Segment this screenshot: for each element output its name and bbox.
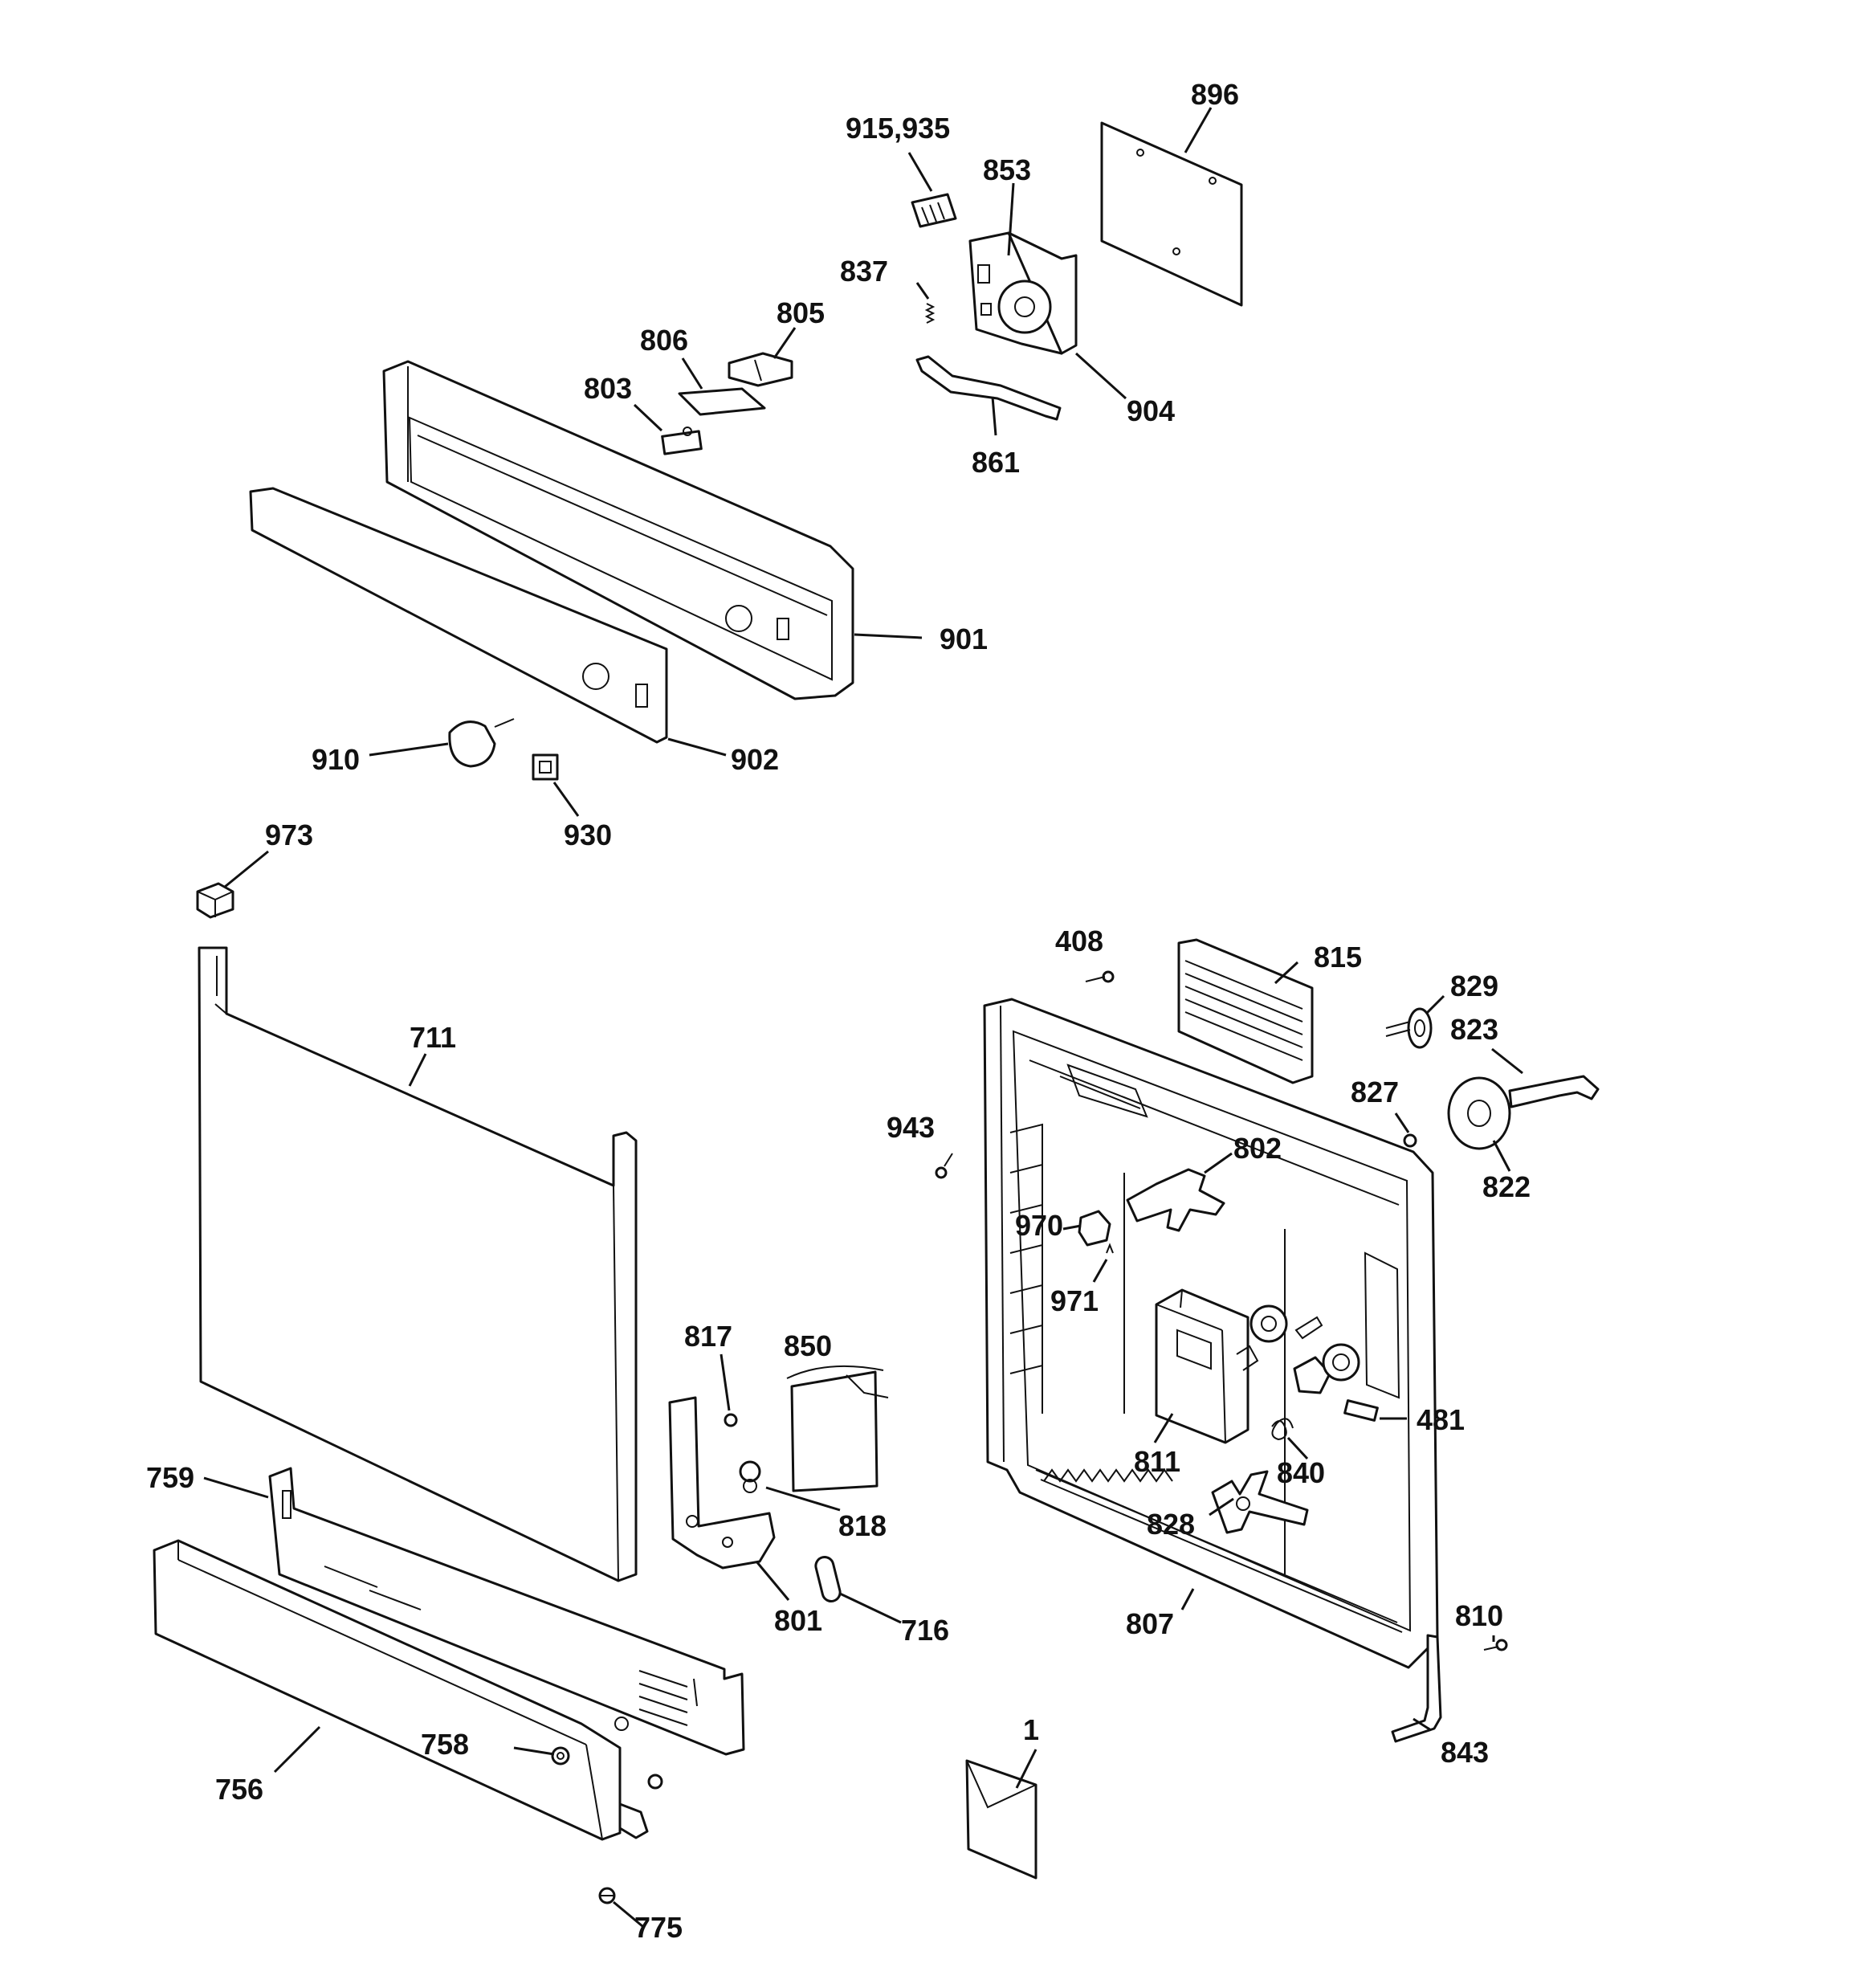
part-930-switch [532, 753, 559, 781]
callout-837: 837 [840, 255, 888, 288]
callout-850: 850 [784, 1329, 832, 1362]
part-756-toe-kick [153, 1539, 649, 1841]
part-801-hinge [668, 1396, 776, 1570]
callout-labels: 896 915,935 853 837 805 806 803 904 861 … [146, 78, 1531, 1944]
callout-811: 811 [1134, 1445, 1180, 1478]
rinse-aid-cap [1249, 1304, 1323, 1343]
callout-759: 759 [146, 1461, 194, 1494]
part-481-actuator [1293, 1343, 1379, 1422]
part-775-screw [598, 1887, 616, 1904]
callout-822: 822 [1482, 1170, 1531, 1203]
callout-971: 971 [1050, 1284, 1099, 1317]
callout-861: 861 [972, 446, 1020, 479]
part-408-screw [1085, 970, 1115, 983]
part-815-vent [1177, 938, 1314, 1084]
callout-902: 902 [731, 743, 779, 776]
callout-901: 901 [940, 623, 988, 655]
callout-840: 840 [1277, 1456, 1325, 1489]
part-759-kick-bracket [268, 1467, 745, 1756]
callout-817: 817 [684, 1320, 732, 1353]
part-850-bracket [786, 1365, 889, 1492]
part-902-panel [249, 487, 668, 744]
callout-829: 829 [1450, 970, 1498, 1002]
callout-711: 711 [410, 1021, 456, 1054]
part-943-screw [935, 1153, 953, 1179]
part-843-hinge-strap [1391, 1634, 1442, 1743]
part-827-screw [1403, 1133, 1417, 1148]
leader-lines [203, 107, 1523, 1928]
part-758-screw [551, 1746, 570, 1766]
callout-973: 973 [265, 818, 313, 851]
part-973-block [196, 882, 234, 919]
callout-904: 904 [1127, 394, 1175, 427]
part-970-bump [1078, 1210, 1111, 1247]
part-853-timer [968, 231, 1078, 355]
callout-802: 802 [1233, 1132, 1282, 1165]
callout-818: 818 [838, 1509, 887, 1542]
part-1-literature-envelope [965, 1759, 1037, 1880]
part-829-bearing [1385, 1007, 1433, 1049]
callout-910: 910 [312, 743, 360, 776]
callout-810: 810 [1455, 1599, 1503, 1632]
part-971-clip [1106, 1243, 1114, 1254]
part-823-arm [1508, 1075, 1600, 1108]
callout-716: 716 [901, 1614, 949, 1647]
part-817-screw [724, 1413, 738, 1427]
part-910-knob [448, 718, 515, 768]
callout-915-935: 915,935 [846, 112, 950, 145]
callout-803: 803 [584, 372, 632, 405]
part-803-switch [661, 427, 703, 455]
part-837-spring [924, 303, 936, 324]
part-810-screw [1483, 1639, 1508, 1651]
callout-801: 801 [774, 1604, 822, 1637]
callout-943: 943 [887, 1111, 935, 1144]
callout-843: 843 [1441, 1736, 1489, 1769]
callout-408: 408 [1055, 925, 1103, 957]
part-822-wheel [1447, 1076, 1511, 1150]
callout-807: 807 [1126, 1607, 1174, 1640]
callout-828: 828 [1147, 1508, 1195, 1541]
callout-827: 827 [1351, 1076, 1399, 1108]
callout-1: 1 [1023, 1713, 1039, 1746]
part-805-bracket [728, 352, 793, 387]
part-818-stud [739, 1460, 761, 1493]
part-756-screw [647, 1774, 663, 1790]
part-896-cover-plate [1100, 121, 1243, 307]
part-861-lever [915, 355, 1062, 421]
part-915-terminal-block [911, 193, 957, 228]
callout-805: 805 [777, 296, 825, 329]
part-811-dispenser [1155, 1288, 1259, 1444]
callout-756: 756 [215, 1773, 263, 1806]
callout-775: 775 [634, 1911, 683, 1944]
callout-853: 853 [983, 153, 1031, 186]
callout-806: 806 [640, 324, 688, 357]
part-711-door-panel [198, 946, 638, 1582]
callout-758: 758 [421, 1728, 469, 1761]
part-802-latch [1126, 1168, 1225, 1232]
callout-896: 896 [1191, 78, 1239, 111]
callout-815: 815 [1314, 941, 1362, 974]
callout-823: 823 [1450, 1013, 1498, 1046]
part-901-console [382, 360, 854, 700]
part-716-pin [814, 1556, 842, 1602]
callout-970: 970 [1015, 1209, 1063, 1242]
callout-481: 481 [1417, 1403, 1465, 1436]
part-806-plate [678, 387, 766, 416]
callout-930: 930 [564, 818, 612, 851]
part-828-lever [1211, 1470, 1309, 1534]
part-840-spring [1271, 1418, 1294, 1441]
